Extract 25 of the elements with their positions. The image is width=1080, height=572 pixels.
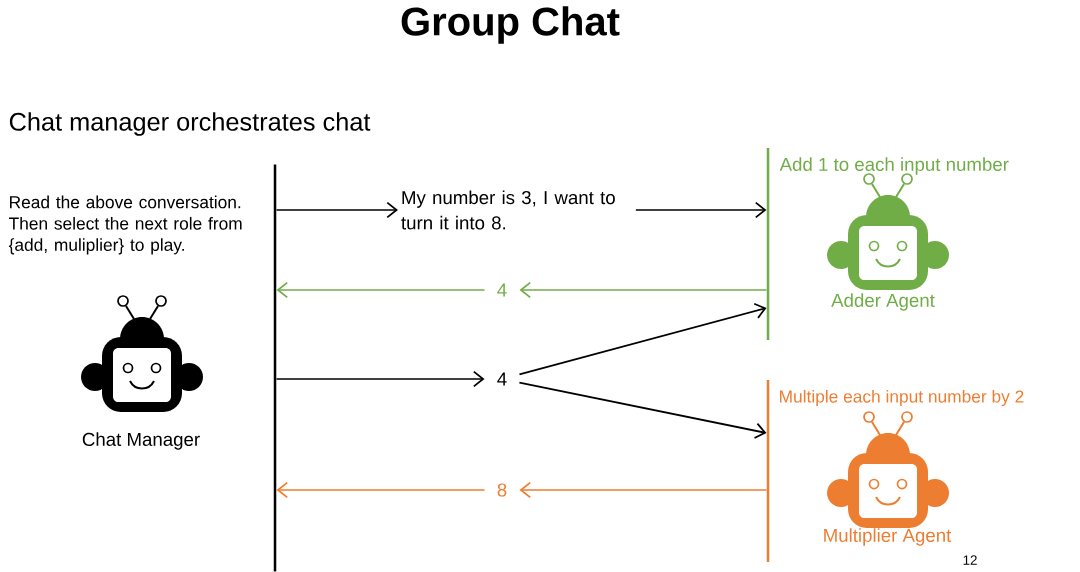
lifeline — [273, 164, 277, 572]
robot-caption: Multiplier Agent — [824, 528, 952, 546]
page-number: 12 — [963, 555, 977, 565]
arrow — [276, 281, 486, 299]
arrow — [275, 370, 485, 388]
agent-description: Add 1 to each input number — [779, 157, 1009, 175]
arrow — [635, 201, 767, 219]
agent-description: Multiple each input number by 2 — [780, 389, 1024, 407]
arrow — [519, 281, 768, 299]
message-value: 4 — [497, 372, 507, 386]
arrow — [518, 302, 767, 376]
subtitle: Chat manager orchestrates chat — [9, 112, 371, 136]
arrow — [519, 481, 768, 499]
robot-caption: Chat Manager — [82, 432, 200, 450]
arrow — [518, 381, 767, 439]
lifeline — [766, 380, 770, 562]
arrow — [276, 481, 486, 499]
prompt-text: Read the above conversation. Then select the next role from {add, muliplier} to play. — [8, 195, 242, 255]
message-value: 4 — [497, 283, 507, 297]
robot-caption: Adder Agent — [831, 293, 935, 311]
message-value: 8 — [497, 483, 507, 497]
message-text: My number is 3, I want to turn it into 8. — [401, 190, 615, 230]
arrow — [275, 201, 398, 219]
title: Group Chat — [401, 6, 620, 44]
lifeline — [766, 148, 770, 340]
